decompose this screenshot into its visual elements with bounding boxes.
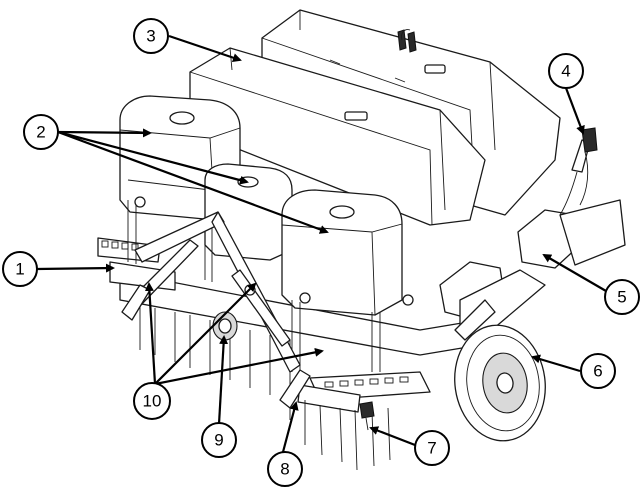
- ground-wheel: [454, 299, 546, 442]
- leader-lines: [36, 34, 607, 453]
- callout-8-label: 8: [280, 460, 289, 479]
- callout-2: 2: [23, 114, 59, 150]
- leader-2b: [57, 130, 249, 185]
- rear-hopper-long: [189, 9, 561, 226]
- callout-1: 1: [2, 251, 38, 287]
- machine-illustration: [97, 9, 626, 471]
- leader-7: [369, 426, 416, 447]
- seed-outlets: [359, 401, 375, 431]
- leader-10b: [154, 282, 257, 385]
- leader-2c: [57, 130, 329, 234]
- front-tank-right: [281, 189, 403, 316]
- top-hose-fittings: [397, 29, 417, 53]
- callout-7: 7: [414, 430, 450, 466]
- callout-5-label: 5: [617, 288, 626, 307]
- callout-6-label: 6: [593, 362, 602, 381]
- callout-2-label: 2: [36, 123, 45, 142]
- callout-4-label: 4: [561, 62, 570, 81]
- leader-10a: [144, 282, 157, 385]
- leader-3: [168, 34, 242, 63]
- leader-10c: [154, 347, 324, 386]
- callout-10: 10: [133, 382, 171, 420]
- callout-3: 3: [133, 18, 169, 54]
- leader-6: [531, 354, 581, 373]
- leader-1: [36, 263, 115, 273]
- tank-support-legs: [127, 200, 381, 375]
- leader-9: [217, 335, 229, 425]
- callout-6: 6: [580, 353, 616, 389]
- leader-8: [281, 401, 299, 453]
- callout-3-label: 3: [146, 27, 155, 46]
- leader-2a: [57, 128, 152, 138]
- callout-9: 9: [201, 422, 237, 458]
- callout-4: 4: [548, 53, 584, 89]
- drive-roller: [212, 311, 238, 341]
- leader-5: [542, 253, 607, 292]
- callout-7-label: 7: [427, 439, 436, 458]
- callout-10-label: 10: [143, 392, 162, 411]
- callout-5: 5: [604, 279, 640, 315]
- control-lever: [559, 127, 598, 216]
- callout-9-label: 9: [214, 431, 223, 450]
- callout-1-label: 1: [15, 260, 24, 279]
- callout-8: 8: [267, 451, 303, 487]
- leader-4: [564, 87, 585, 135]
